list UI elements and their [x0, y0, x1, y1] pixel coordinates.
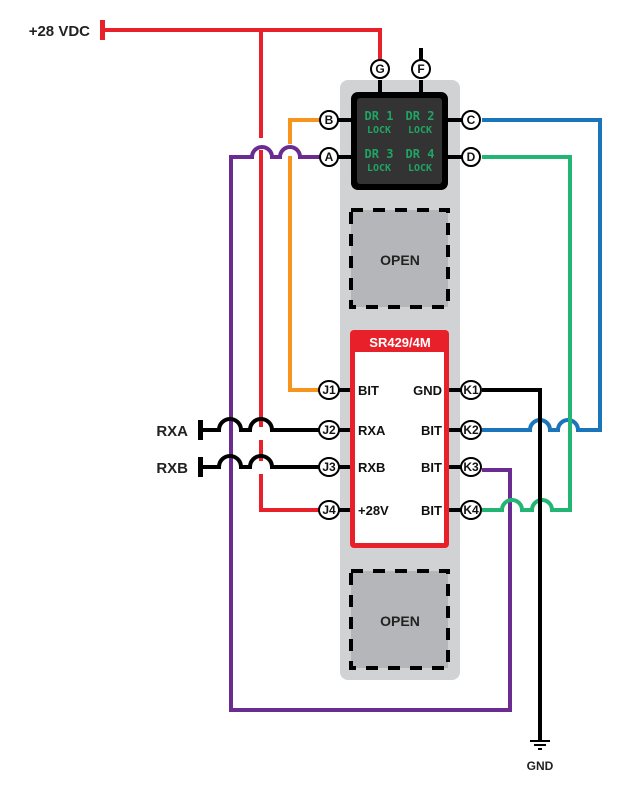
pin-function-label: RXB: [358, 460, 385, 475]
pin-a-label: A: [325, 150, 334, 164]
pin-function-label: BIT: [421, 423, 442, 438]
wire-power: [102, 28, 382, 62]
supply-terminal: [100, 20, 105, 40]
open-label: OPEN: [380, 252, 420, 268]
display-lock-2: LOCK: [408, 125, 432, 136]
pin-b: [319, 110, 339, 130]
open-slot-top: OPEN: [349, 208, 450, 309]
rxb-terminal: [198, 457, 203, 477]
pin-d: [461, 147, 481, 167]
pin-id-label: J4: [322, 503, 336, 517]
rxa-label: RXA: [156, 423, 188, 440]
wire-orange: [288, 118, 320, 392]
rxa-terminal: [198, 420, 203, 440]
display-lock-3: LOCK: [367, 163, 391, 174]
pin-id-label: J2: [322, 423, 336, 437]
pin-id-label: K4: [463, 503, 479, 517]
pin-d-label: D: [467, 150, 476, 164]
pin-function-label: +28V: [358, 503, 389, 518]
pin-j3: [318, 457, 340, 477]
wire-rxb: [200, 454, 320, 469]
ground-icon: [530, 740, 550, 750]
pin-id-label: K1: [463, 383, 479, 397]
rxb-label: RXB: [156, 460, 188, 477]
module-title: SR429/4M: [369, 335, 430, 350]
display-lock-4: LOCK: [408, 163, 432, 174]
pin-id-label: J1: [322, 383, 336, 397]
pin-function-label: GND: [413, 383, 442, 398]
wire-green: [482, 155, 572, 512]
display-cell-2: DR 2: [406, 109, 435, 123]
pin-function-label: BIT: [358, 383, 379, 398]
pin-j4: [318, 500, 340, 520]
sr429-module: SR429/4M: [350, 330, 449, 548]
pin-f-label: F: [417, 62, 424, 76]
wire-rxa: [200, 417, 320, 432]
pin-k3: [460, 457, 482, 477]
display-cell-3: DR 3: [365, 147, 394, 161]
wire-ground: [482, 388, 542, 740]
pin-function-label: BIT: [421, 460, 442, 475]
pin-k1: [460, 380, 482, 400]
wire-blue: [482, 118, 602, 432]
pin-j2: [318, 420, 340, 440]
pin-g: [370, 59, 390, 79]
pin-id-label: K3: [463, 460, 479, 474]
display-cell-4: DR 4: [406, 147, 435, 161]
pin-k4: [460, 500, 482, 520]
wire-purple: [229, 145, 512, 712]
display-lock-1: LOCK: [367, 125, 391, 136]
pin-k2: [460, 420, 482, 440]
pin-id-label: K2: [463, 423, 479, 437]
ground-label: GND: [527, 759, 554, 773]
display-cell-1: DR 1: [365, 109, 394, 123]
pin-b-label: B: [325, 113, 334, 127]
lock-display: DR 1 LOCK DR 2 LOCK DR 3 LOCK DR 4 LOCK: [351, 92, 448, 190]
pin-id-label: J3: [322, 460, 336, 474]
wire-power-drop: [259, 30, 320, 512]
pin-j1: [318, 380, 340, 400]
pin-c: [461, 110, 481, 130]
pin-function-label: RXA: [358, 423, 386, 438]
pin-g-label: G: [375, 62, 384, 76]
pin-c-label: C: [467, 113, 476, 127]
open-label: OPEN: [380, 613, 420, 629]
open-slot-bottom: OPEN: [349, 569, 450, 670]
pin-function-label: BIT: [421, 503, 442, 518]
pin-a: [319, 147, 339, 167]
supply-label: +28 VDC: [29, 23, 90, 40]
pin-f: [411, 59, 431, 79]
